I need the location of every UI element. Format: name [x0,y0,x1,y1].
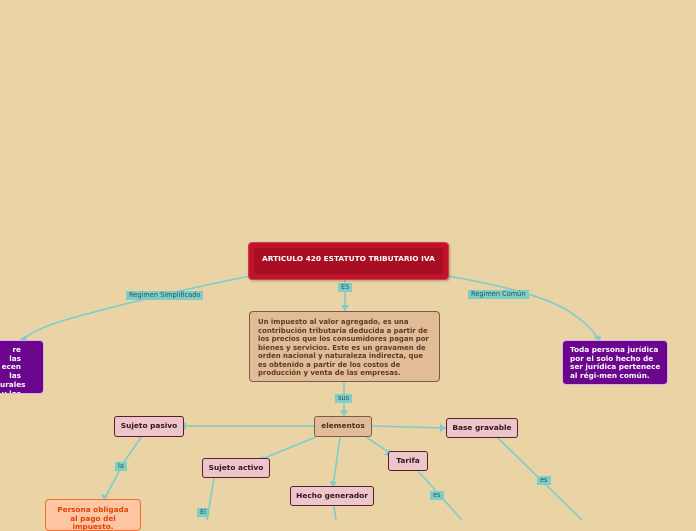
label-sus: sus [335,394,353,403]
link-root-left [21,275,251,341]
label-es-tarifa: es [430,491,444,500]
root-title: ARTICULO 420 ESTATUTO TRIBUTARIO IVA [254,248,443,274]
arrow-persona [101,494,108,500]
link-elements-hecho [332,436,341,487]
arrow-hecho [329,481,337,487]
arrow-base [440,424,446,432]
label-regimen-simplificado: Regimen Simplificado [126,291,204,300]
link-hecho-down [333,505,337,520]
arrow-elements [340,410,348,416]
label-el: El [197,508,209,517]
description-node[interactable]: Un impuesto al valor agregado, es una co… [249,311,440,382]
link-elements-base [371,425,447,429]
label-es-base: es [537,476,551,485]
label-regimen-comun: Regimen Común [468,290,529,299]
hecho-generador-node[interactable]: Hecho generador [290,486,374,506]
persona-obligada-node[interactable]: Persona obligada al pago del impuesto. [45,499,141,531]
arrow-description [341,305,349,311]
link-root-right [447,275,599,340]
tarifa-node[interactable]: Tarifa [388,451,428,471]
sujeto-activo-node[interactable]: Sujeto activo [202,458,270,478]
sujeto-pasivo-node[interactable]: Sujeto pasivo [114,416,184,437]
link-elements-sujeto-activo [261,436,317,460]
elements-node[interactable]: elementos [314,416,372,437]
link-elements-tarifa [365,436,391,454]
right-purple-node[interactable]: Toda persona jurídica por el solo hecho … [562,340,668,385]
label-la: la [115,462,127,471]
arrow-left [18,335,27,341]
base-gravable-node[interactable]: Base gravable [446,418,518,438]
root-node[interactable]: ARTICULO 420 ESTATUTO TRIBUTARIO IVA [248,242,449,280]
left-purple-node[interactable]: re las ecen las urales y los [0,340,44,394]
label-es-main: ES [338,283,353,292]
